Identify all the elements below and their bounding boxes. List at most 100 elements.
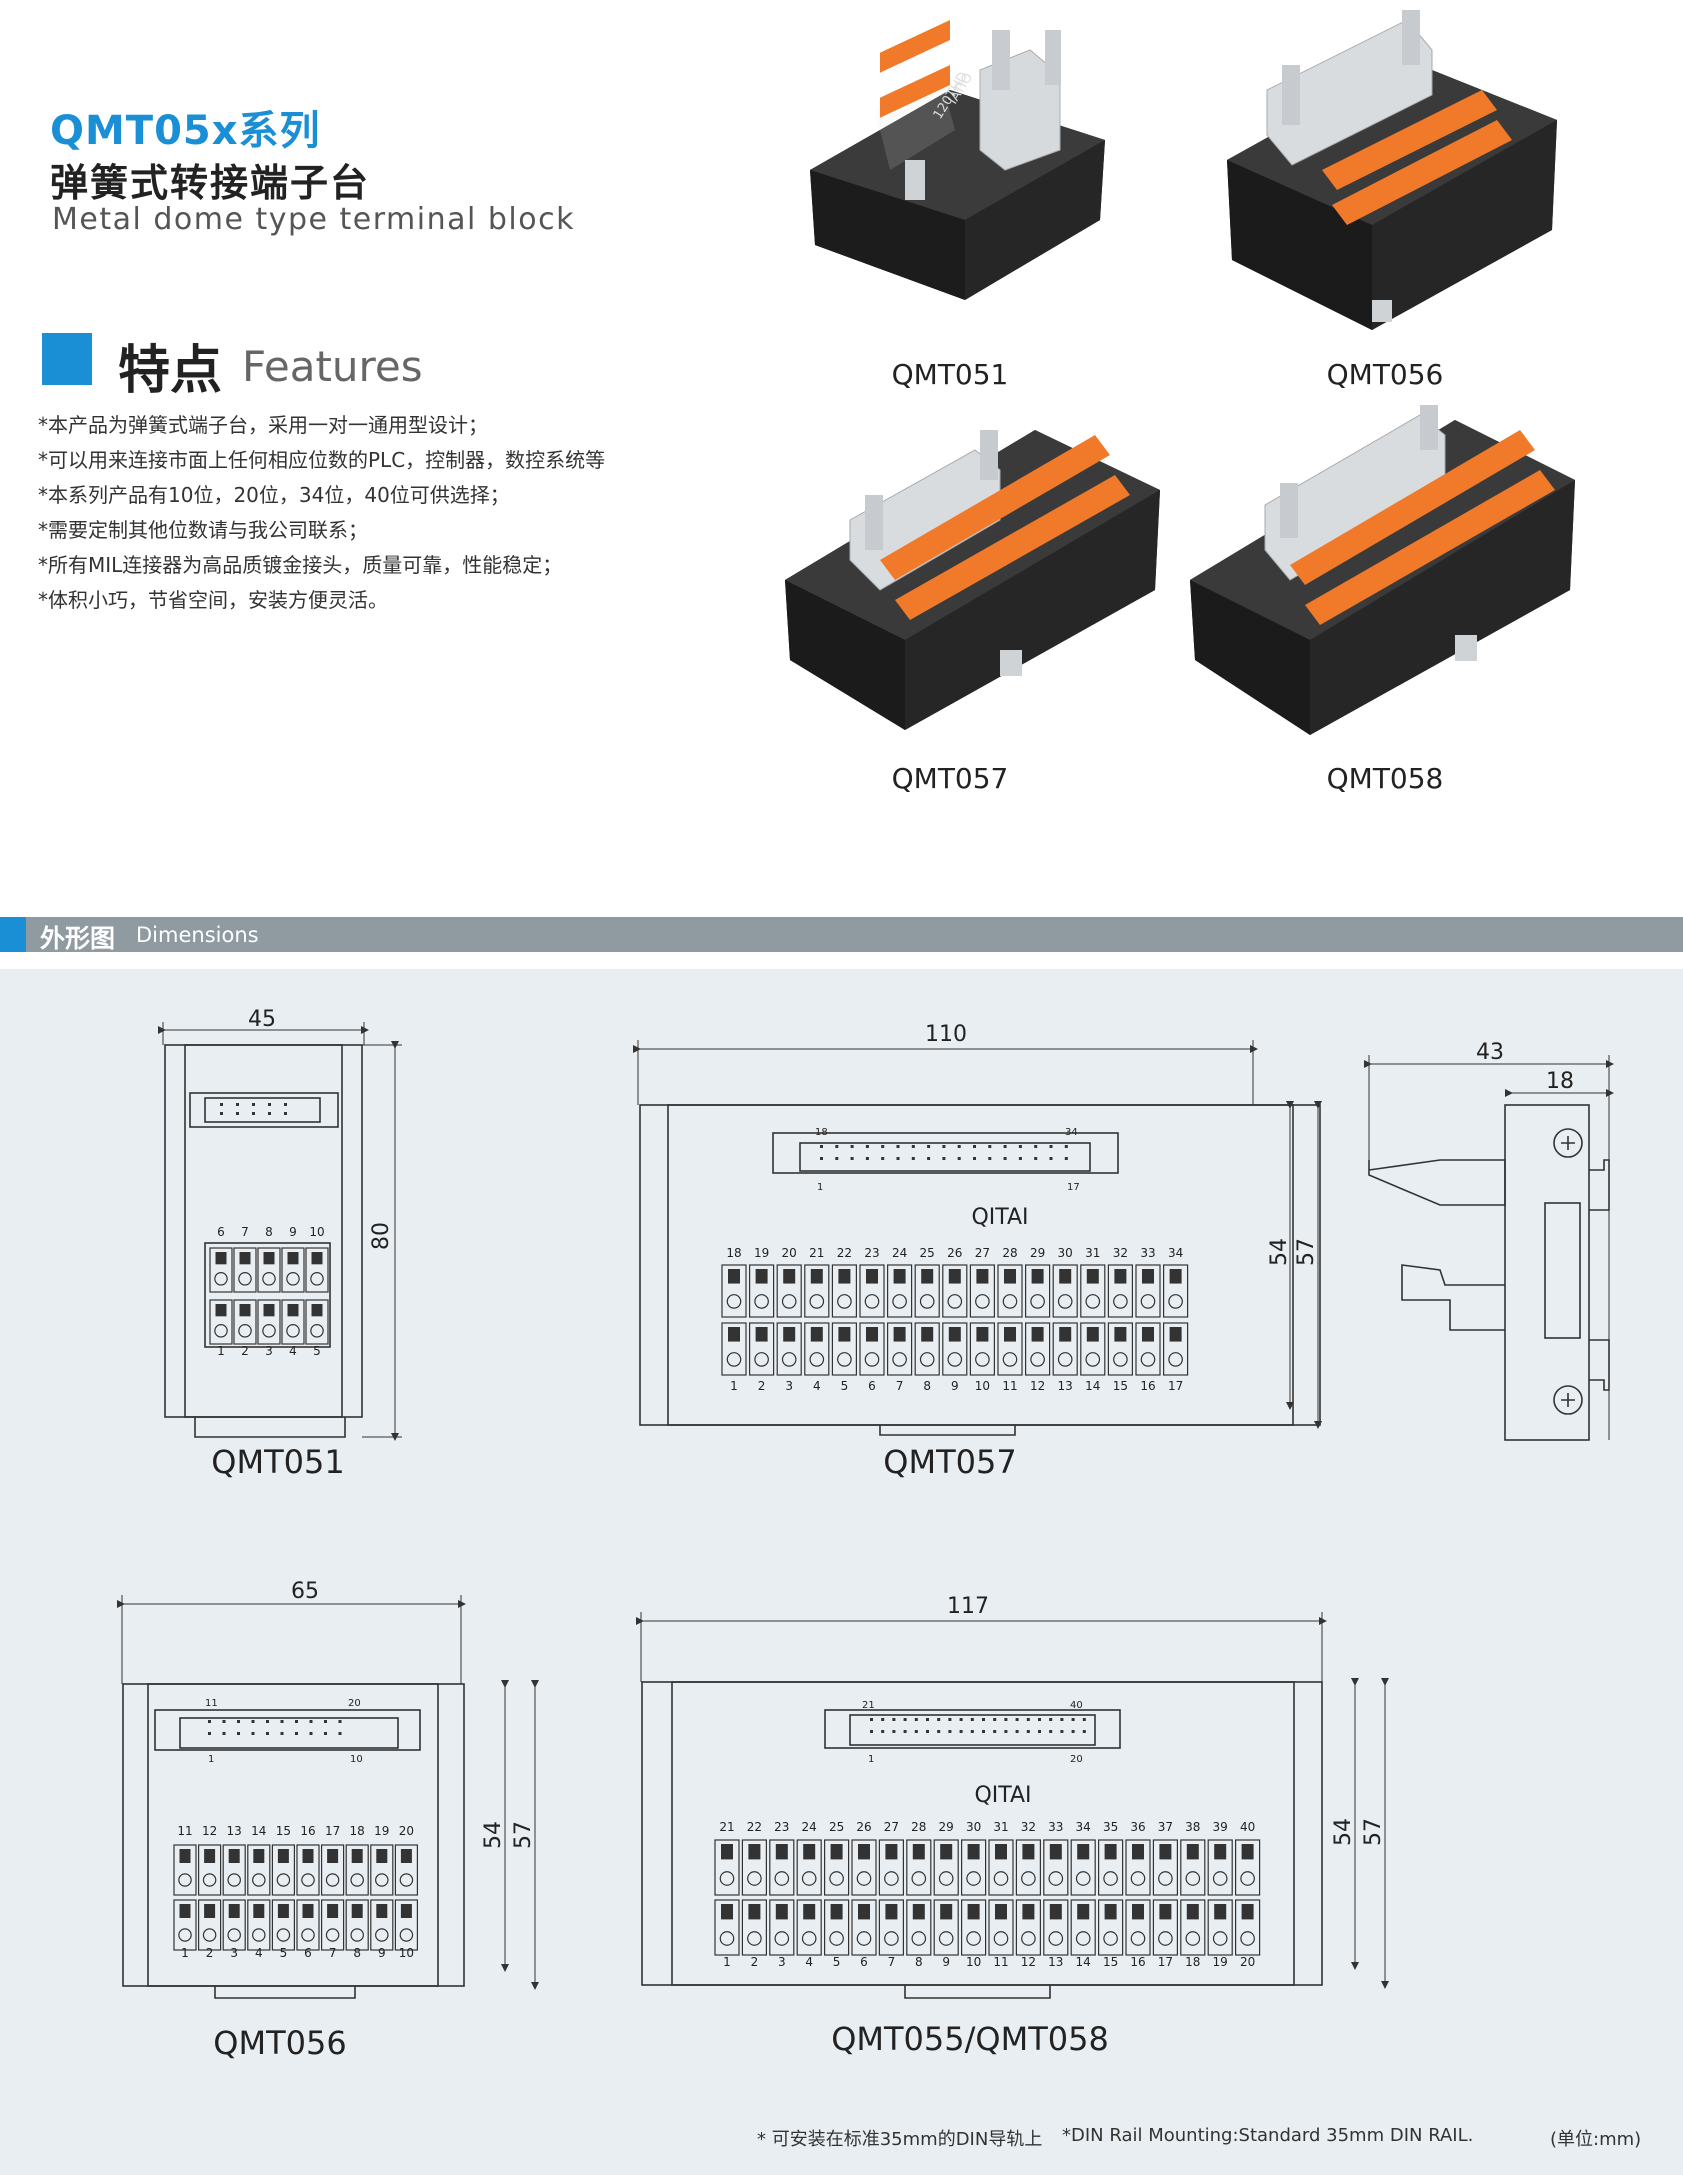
terminal-number-bottom: 14 [1076, 1955, 1091, 1969]
terminal-screw [202, 1873, 217, 1887]
terminal-cell [748, 1322, 775, 1376]
terminal-lever [803, 1844, 816, 1860]
connector-pin [993, 1718, 997, 1721]
terminal-screw [911, 1931, 927, 1946]
terminal-screw [837, 1352, 852, 1367]
terminal-screw [1113, 1294, 1128, 1309]
terminal-number-bottom: 5 [313, 1344, 321, 1358]
connector-pin [1060, 1730, 1064, 1733]
terminal-screw [884, 1931, 899, 1946]
terminal-screw [276, 1928, 291, 1942]
terminal-number-bottom: 6 [860, 1955, 868, 1969]
terminal-lever [885, 1844, 898, 1860]
connector-pin [236, 1103, 239, 1106]
terminal-screw [1085, 1352, 1101, 1367]
terminal-screw [919, 1294, 935, 1309]
terminal-cell [721, 1322, 747, 1376]
connector-pin [268, 1103, 271, 1106]
terminal-screw [375, 1873, 389, 1887]
terminal-cell [933, 1839, 959, 1896]
terminal-lever [783, 1269, 796, 1284]
terminal-cell [1043, 1839, 1069, 1896]
terminal-number-bottom: 4 [289, 1344, 297, 1358]
terminal-screw [1103, 1871, 1118, 1886]
terminal-number-bottom: 13 [1048, 1955, 1063, 1969]
terminal-lever [263, 1252, 275, 1265]
terminal-screw [1212, 1931, 1228, 1946]
connector-pin [309, 1732, 313, 1735]
terminal-lever [400, 1849, 412, 1863]
terminal-screw [938, 1871, 954, 1886]
terminal-cell [1125, 1839, 1151, 1896]
terminal-number-top: 14 [251, 1824, 266, 1838]
terminal-screw [747, 1931, 762, 1946]
terminal-screw [1130, 1871, 1146, 1886]
terminal-screw [884, 1871, 899, 1886]
terminal-number-top: 34 [1168, 1246, 1183, 1260]
connector-pin [222, 1732, 226, 1735]
dim-qmt051-height: 80 [369, 1222, 394, 1250]
connector-pin [850, 1157, 854, 1160]
terminal-cell [209, 1299, 233, 1345]
terminal-number-bottom: 5 [280, 1946, 288, 1960]
terminal-screw [801, 1931, 817, 1946]
terminal-screw [911, 1871, 927, 1886]
connector-pin [914, 1730, 918, 1733]
terminal-screw [1168, 1294, 1183, 1309]
terminal-number-bottom: 10 [399, 1946, 414, 1960]
terminal-cell [1015, 1899, 1042, 1956]
terminal-cell [1234, 1899, 1261, 1956]
terminal-screw [801, 1871, 817, 1886]
product-label-qmt051: QMT051 [891, 358, 1009, 391]
terminal-cell [969, 1264, 996, 1318]
terminal-cell [394, 1844, 418, 1896]
connector-pin [251, 1720, 255, 1723]
terminal-lever [1169, 1327, 1182, 1342]
terminal-cell [1024, 1322, 1051, 1376]
connector-pin [1026, 1718, 1030, 1721]
terminal-lever [1142, 1269, 1154, 1284]
terminal-lever [400, 1904, 412, 1918]
terminal-lever [1059, 1327, 1072, 1342]
terminal-lever [239, 1252, 251, 1265]
terminal-lever [995, 1844, 1007, 1860]
terminal-lever [1086, 1327, 1099, 1342]
terminal-lever [1114, 1327, 1127, 1342]
pin-label: 1 [817, 1182, 823, 1193]
pin-label: 17 [1067, 1182, 1080, 1193]
terminal-screw [747, 1871, 762, 1886]
pin-label: 34 [1065, 1127, 1078, 1138]
terminal-lever [1049, 1844, 1062, 1860]
connector-pin [1049, 1730, 1053, 1733]
product-label-qmt058: QMT058 [1326, 762, 1444, 795]
terminal-cell [1125, 1899, 1151, 1956]
terminal-lever [1214, 1844, 1227, 1860]
terminal-cell [305, 1247, 329, 1293]
terminal-screw [1103, 1931, 1118, 1946]
terminal-lever [858, 1904, 870, 1920]
terminal-lever [376, 1849, 388, 1863]
terminal-cell [823, 1899, 850, 1956]
terminal-screw [856, 1871, 872, 1886]
terminal-lever [755, 1327, 768, 1342]
terminal-cell [222, 1899, 246, 1951]
connector-pin [881, 1145, 885, 1148]
terminal-screw [837, 1294, 852, 1309]
terminal-lever [1186, 1904, 1199, 1920]
pin-label: 10 [350, 1754, 363, 1765]
terminal-number-bottom: 2 [758, 1379, 766, 1393]
terminal-number-top: 30 [1058, 1246, 1073, 1260]
connector-pin [959, 1730, 963, 1733]
terminal-number-bottom: 1 [730, 1379, 738, 1393]
terminal-cell [305, 1299, 329, 1345]
terminal-lever [721, 1844, 733, 1860]
features-marker [42, 333, 92, 385]
terminal-screw [310, 1324, 324, 1338]
terminal-screw [1140, 1352, 1156, 1367]
terminal-number-bottom: 10 [975, 1379, 990, 1393]
terminal-screw [1240, 1931, 1255, 1946]
connector-pin [927, 1157, 931, 1160]
terminal-lever [228, 1904, 240, 1918]
terminal-cell [1107, 1264, 1134, 1318]
